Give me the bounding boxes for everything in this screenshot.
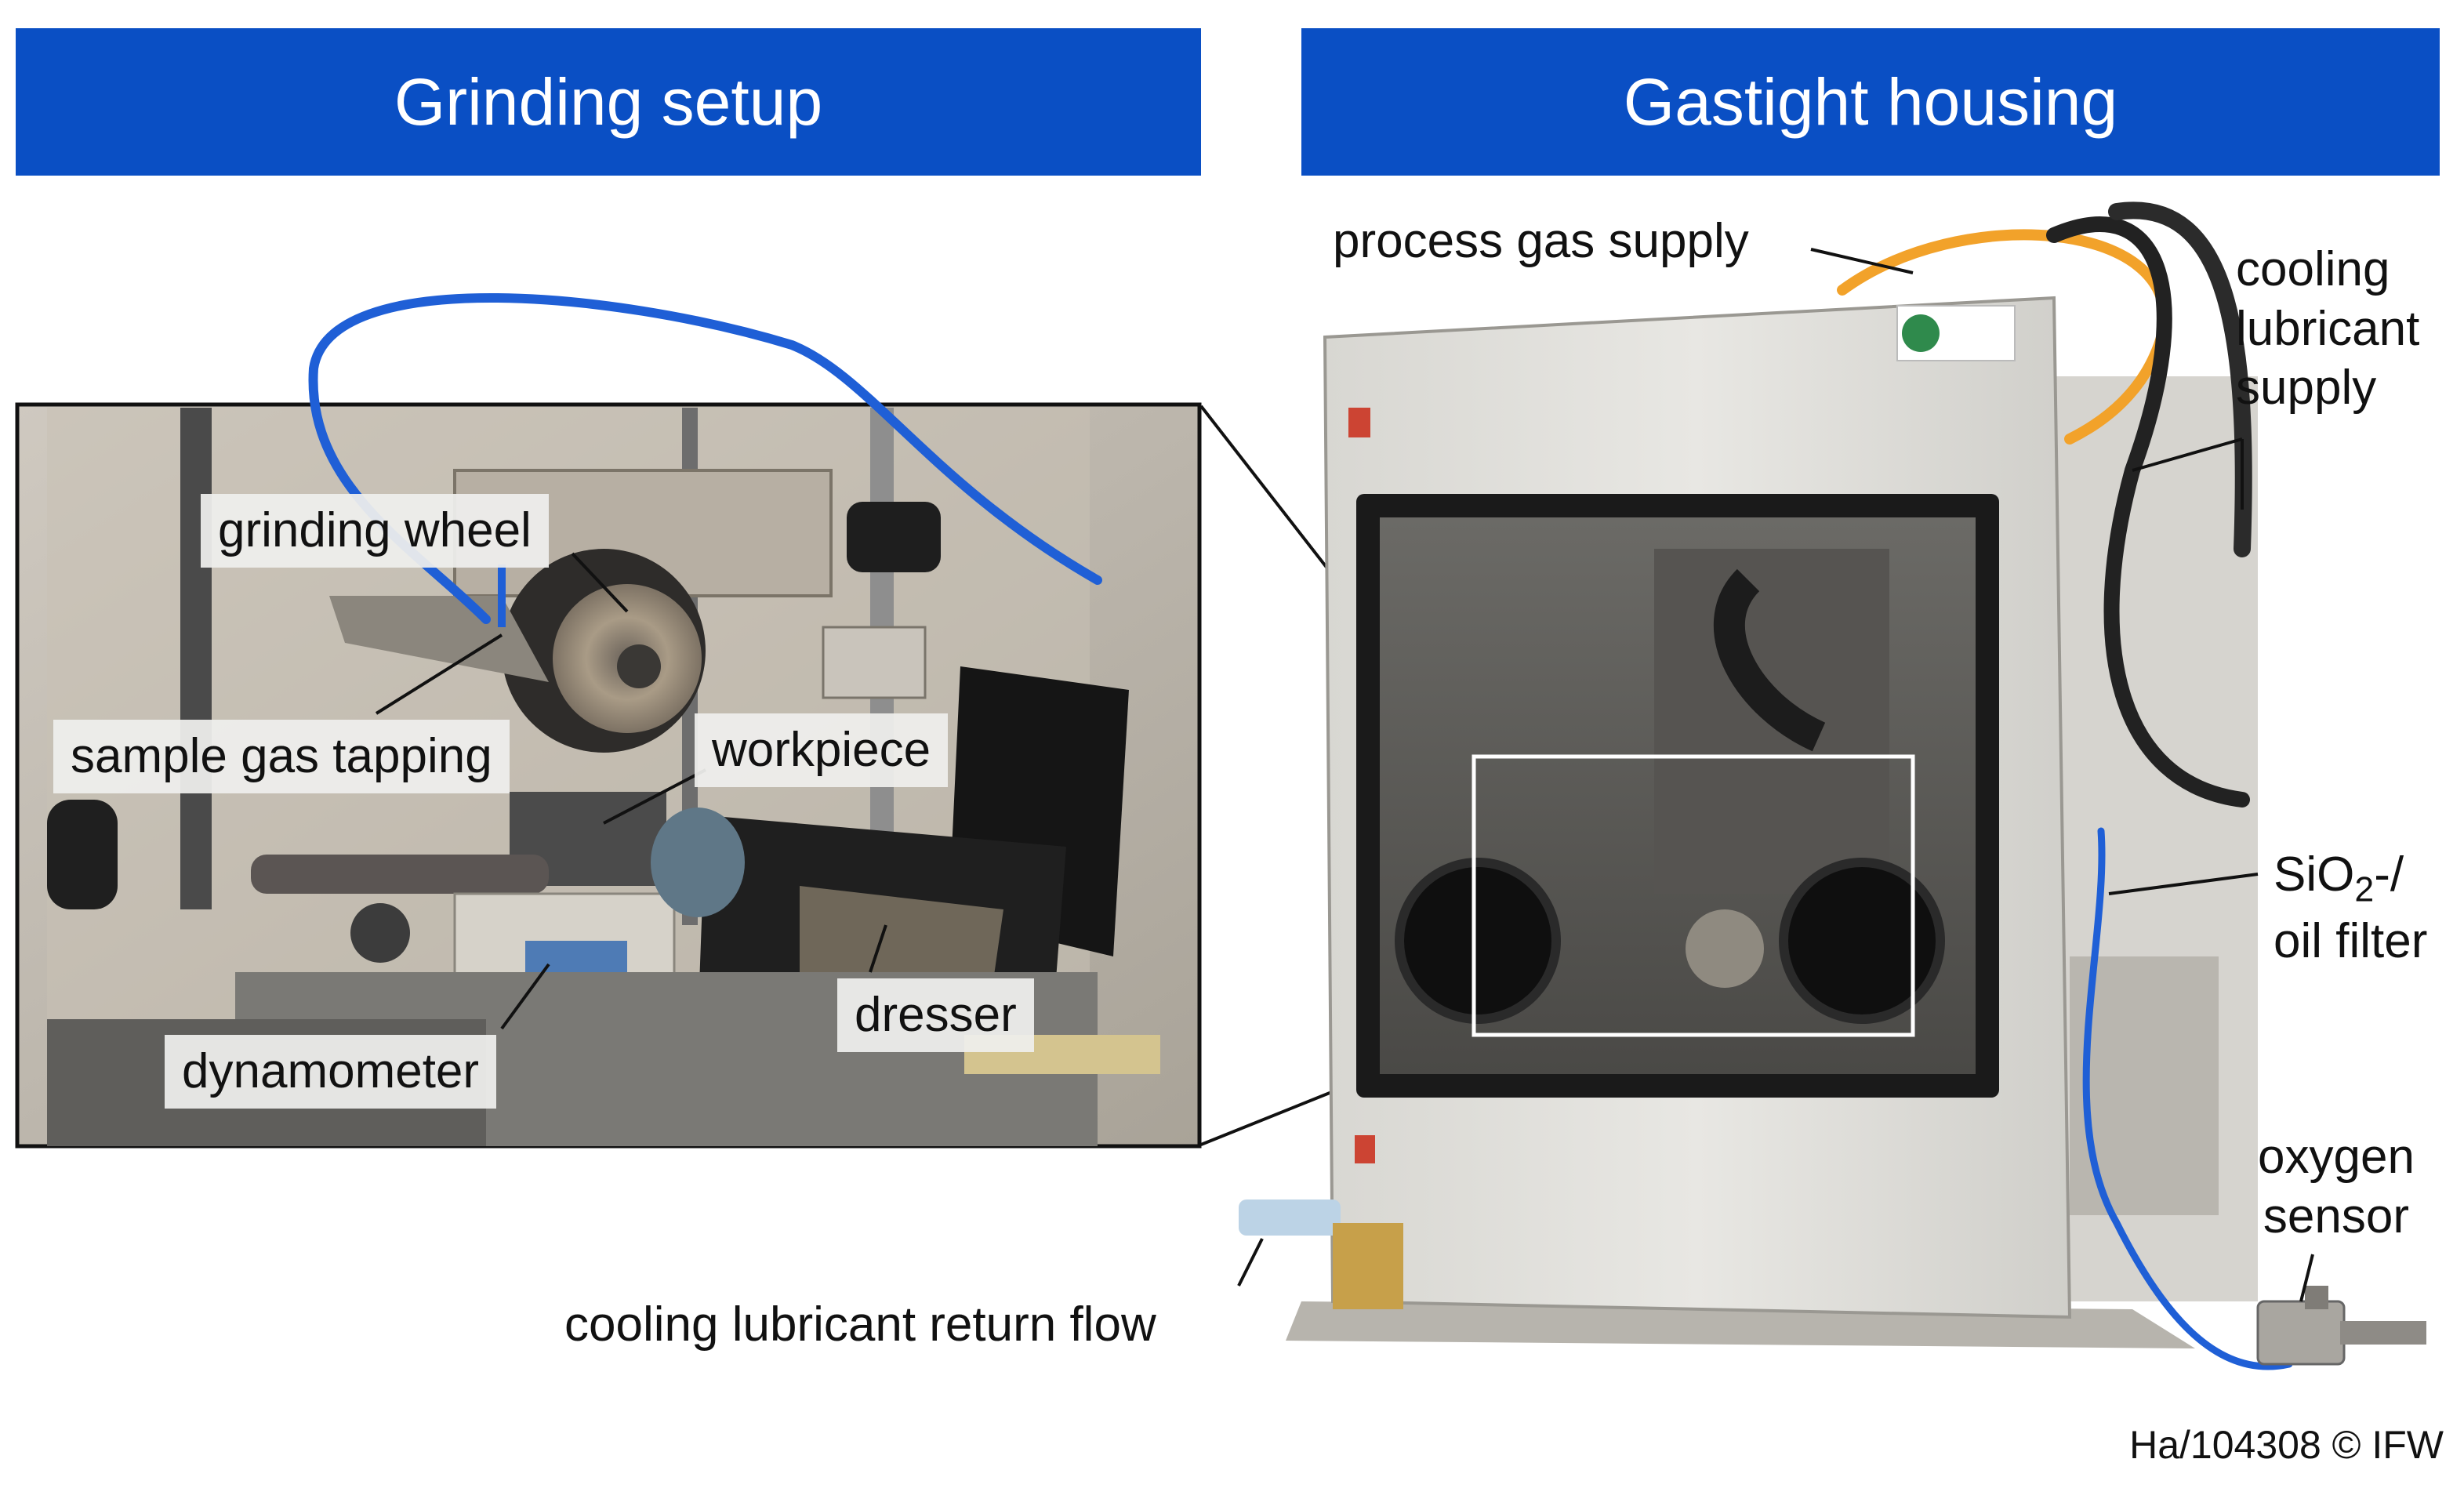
spindle-shaft bbox=[251, 855, 549, 894]
label-filter-line1: SiO2-/ bbox=[2273, 847, 2404, 909]
machine-column bbox=[180, 408, 212, 909]
label-oxygen-sensor: oxygen sensor bbox=[2258, 1127, 2415, 1246]
label-dynamometer: dynamometer bbox=[165, 1035, 497, 1109]
label-workpiece: workpiece bbox=[695, 713, 949, 787]
left-glove-port bbox=[1395, 858, 1561, 1024]
right-leader-lines bbox=[1237, 248, 2314, 1302]
label-sio2-oil-filter: SiO2-/ oil filter bbox=[2273, 845, 2427, 971]
gastight-housing-title: Gastight housing bbox=[1623, 64, 2118, 139]
label-oxygen-line1: oxygen bbox=[2258, 1130, 2415, 1184]
label-grinding-wheel: grinding wheel bbox=[201, 494, 549, 568]
label-cooling-lubricant-supply: cooling lubricant supply bbox=[2236, 240, 2419, 418]
label-cooling-line3: supply bbox=[2236, 361, 2377, 416]
label-filter-line2: oil filter bbox=[2273, 913, 2428, 968]
left-leader-lines bbox=[375, 552, 887, 1030]
oxygen-sensor-tube bbox=[2082, 827, 2293, 1370]
label-cooling-line1: cooling bbox=[2236, 242, 2390, 296]
label-sample-gas-tapping: sample gas tapping bbox=[53, 720, 510, 793]
label-process-gas-supply: process gas supply bbox=[1333, 214, 1749, 268]
grinding-setup-banner: Grinding setup bbox=[16, 28, 1201, 176]
return-flow-pipe bbox=[1239, 1199, 1341, 1236]
oxygen-sensor-body bbox=[2256, 1286, 2426, 1366]
grinding-setup-title: Grinding setup bbox=[394, 64, 823, 139]
label-dresser: dresser bbox=[837, 978, 1034, 1052]
gastight-housing-photo bbox=[1239, 201, 2426, 1370]
right-glove-port bbox=[1779, 858, 1945, 1024]
gastight-housing-banner: Gastight housing bbox=[1301, 28, 2440, 176]
copyright-credit: Ha/104308 © IFW bbox=[2129, 1423, 2444, 1467]
label-cooling-line2: lubricant bbox=[2236, 301, 2420, 356]
zoom-region-box bbox=[1472, 754, 1915, 1037]
label-cooling-lubricant-return-flow: cooling lubricant return flow bbox=[564, 1297, 1156, 1352]
label-oxygen-line2: sensor bbox=[2263, 1189, 2410, 1243]
